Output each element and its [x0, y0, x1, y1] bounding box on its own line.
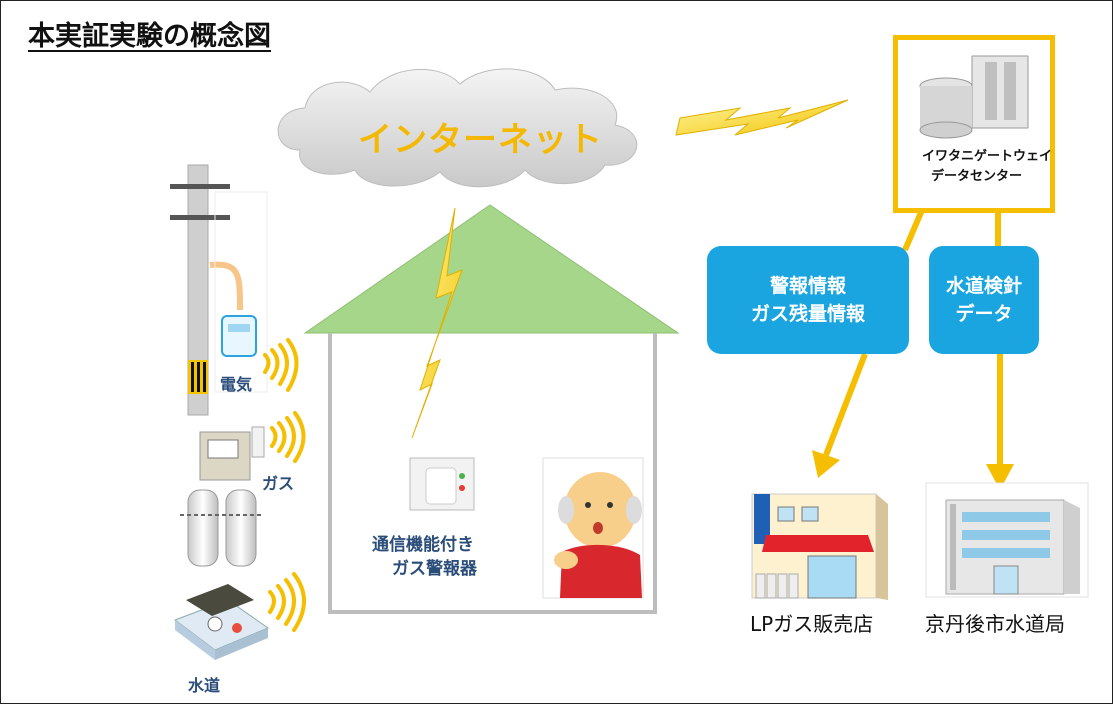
water-info-box: 水道検針 データ: [929, 246, 1039, 354]
water-label: 水道: [188, 676, 221, 695]
wireless-signal-icon: [263, 338, 299, 392]
gas-cylinder-icon: [180, 489, 262, 567]
cloud-label: インターネット: [358, 120, 603, 160]
gas-alarm-icon: [409, 457, 475, 511]
city-water-bureau-label: 京丹後市水道局: [925, 612, 1065, 636]
lightning-icon: [675, 99, 849, 136]
alarm-info-line2: ガス残量情報: [750, 303, 865, 325]
wireless-signal-icon: [268, 572, 306, 632]
lp-gas-shop-label: LPガス販売店: [750, 612, 874, 636]
gas-meter-icon: [199, 426, 265, 481]
data-flow-arrows: [823, 208, 1003, 466]
gas-alarm-label-line1: 通信機能付き: [372, 535, 474, 555]
wireless-signal-icon: [270, 411, 306, 463]
arrow-head-shop: [812, 450, 840, 478]
lightning-icon: [411, 207, 463, 439]
cloud-icon: [277, 68, 638, 188]
water-info-line1: 水道検針: [945, 275, 1022, 297]
elderly-person-icon: [542, 457, 644, 599]
page-title: 本実証実験の概念図: [28, 21, 271, 52]
alarm-info-line1: 警報情報: [769, 275, 846, 297]
city-office-icon: [925, 482, 1089, 598]
datacenter-box: [893, 35, 1055, 213]
electric-label: 電気: [220, 375, 253, 394]
datacenter-label-line1: イワタニゲートウェイ: [922, 149, 1053, 164]
arrow-head-city: [986, 464, 1014, 490]
water-meter-icon: [173, 584, 270, 660]
gas-label: ガス: [262, 474, 295, 493]
utility-pole-icon: [170, 164, 268, 416]
datacenter-label-line2: データセンター: [931, 169, 1023, 184]
electric-meter-icon: [221, 315, 257, 357]
gas-alarm-label-line2: ガス警報器: [392, 559, 477, 579]
water-info-line2: データ: [955, 303, 1013, 325]
shop-building-icon: [751, 493, 888, 600]
alarm-info-box: 警報情報 ガス残量情報: [707, 246, 909, 354]
house-icon: [303, 204, 680, 614]
